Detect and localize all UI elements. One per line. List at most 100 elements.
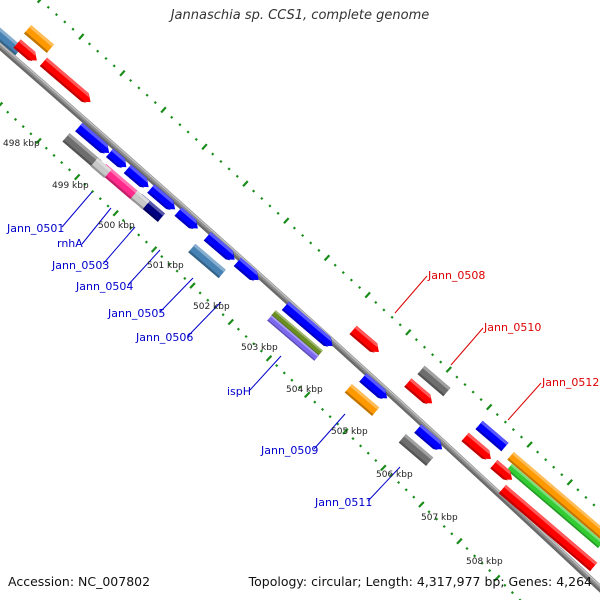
- feature-red-0512[interactable]: [461, 432, 495, 463]
- inner-track-minor-tick: [313, 400, 317, 404]
- feature-orange-long[interactable]: [507, 451, 600, 545]
- leader-line: [450, 327, 484, 366]
- feature-blue-8[interactable]: [359, 373, 390, 402]
- feature-blue-5[interactable]: [174, 207, 202, 232]
- inner-track-minor-tick: [236, 327, 240, 331]
- feature-blue-6[interactable]: [203, 232, 239, 264]
- inner-track-major-tick: [380, 464, 387, 472]
- inner-track-minor-tick: [13, 117, 18, 121]
- inner-track-major-tick: [265, 355, 273, 362]
- feature-red-0510[interactable]: [404, 378, 435, 407]
- outer-track-major-tick: [445, 366, 452, 373]
- feature-blue-1[interactable]: [75, 122, 113, 157]
- gene-label[interactable]: Jann_0511: [314, 496, 372, 509]
- gene-label[interactable]: Jann_0505: [107, 307, 165, 320]
- gene-label[interactable]: Jann_0501: [6, 222, 64, 235]
- inner-track-minor-tick: [465, 546, 469, 551]
- outer-track-minor-tick: [153, 101, 157, 105]
- inner-track-minor-tick: [404, 488, 408, 492]
- outer-track-major-tick: [242, 180, 249, 188]
- inner-track-major-tick: [112, 209, 119, 217]
- feature-blue-7[interactable]: [233, 257, 262, 285]
- leader-line: [102, 226, 136, 265]
- gene-label[interactable]: rnhA: [57, 237, 83, 250]
- inner-track-minor-tick: [442, 524, 446, 529]
- outer-track-major-tick: [405, 328, 412, 336]
- feature-blue-8-long[interactable]: [281, 301, 336, 351]
- inner-track-minor-tick: [175, 269, 179, 273]
- outer-track-minor-tick: [145, 93, 149, 97]
- silver-b[interactable]: [130, 190, 150, 210]
- outer-track-major-tick: [486, 403, 493, 411]
- inner-track-major-tick: [418, 501, 425, 508]
- gene-jann-0508[interactable]: [349, 325, 383, 356]
- ruler-label: 504 kbp: [286, 385, 323, 395]
- outer-track-minor-tick: [54, 13, 59, 17]
- feature-red-long-top[interactable]: [39, 57, 94, 107]
- outer-track-minor-tick: [96, 49, 100, 53]
- gene-label[interactable]: Jann_0512: [541, 376, 599, 389]
- gene-label[interactable]: ispH: [227, 385, 251, 398]
- feature-green-long[interactable]: [506, 463, 600, 549]
- outer-track-minor-tick: [112, 64, 116, 68]
- outer-track-minor-tick: [194, 137, 198, 141]
- ruler-label: 501 kbp: [147, 261, 184, 271]
- inner-track-minor-tick: [6, 110, 10, 114]
- inner-track-major-tick: [227, 318, 235, 326]
- gene-label[interactable]: Jann_0508: [427, 269, 485, 282]
- gene-isph-gene[interactable]: [267, 315, 319, 361]
- outer-track-minor-tick: [422, 345, 427, 349]
- feature-red-small-bottom[interactable]: [490, 460, 515, 484]
- feature-red-long-bottom[interactable]: [498, 484, 598, 572]
- silver-a[interactable]: [90, 157, 112, 179]
- feature-blue-2[interactable]: [106, 148, 130, 172]
- outer-track-major-tick: [36, 0, 44, 4]
- outer-track-minor-tick: [576, 488, 580, 492]
- gene-isph-cds[interactable]: [271, 310, 323, 356]
- outer-track-major-tick: [323, 254, 331, 262]
- gene-label[interactable]: Jann_0506: [135, 331, 193, 344]
- gene-jann-0509[interactable]: [344, 384, 380, 416]
- outer-track-minor-tick: [129, 78, 133, 83]
- inner-track-minor-tick: [282, 371, 286, 375]
- gene-jann-0510[interactable]: [417, 365, 451, 397]
- inner-track-minor-tick: [137, 233, 141, 237]
- gene-jann-0505[interactable]: [188, 243, 226, 279]
- gene-jann-0511[interactable]: [398, 434, 434, 466]
- inner-track-minor-tick: [374, 458, 378, 463]
- inner-track-major-tick: [189, 282, 196, 289]
- outer-track-minor-tick: [227, 167, 231, 171]
- gene-rnha[interactable]: [98, 163, 142, 203]
- feature-blue-3[interactable]: [123, 164, 152, 192]
- inner-track-minor-tick: [144, 240, 148, 244]
- outer-track-minor-tick: [511, 428, 515, 432]
- outer-track-minor-tick: [301, 233, 305, 238]
- gene-label[interactable]: Jann_0510: [483, 321, 541, 334]
- outer-track-minor-tick: [186, 130, 190, 134]
- outer-track-minor-tick: [219, 159, 223, 164]
- feature-blue-9[interactable]: [414, 424, 445, 453]
- feature-red-small-top[interactable]: [13, 39, 41, 64]
- inner-track-minor-tick: [450, 532, 454, 536]
- feature-orange-top[interactable]: [24, 25, 54, 53]
- outer-track-minor-tick: [309, 241, 313, 245]
- gene-label[interactable]: Jann_0503: [51, 259, 109, 272]
- inner-track-minor-tick: [320, 407, 325, 411]
- features-layer: [0, 24, 600, 572]
- gene-label[interactable]: Jann_0509: [260, 444, 318, 457]
- gene-jann-0501[interactable]: [62, 133, 102, 169]
- accession-text: Accession: NC_007802: [8, 574, 151, 589]
- leader-line: [187, 301, 222, 337]
- leader-line: [61, 191, 93, 228]
- feature-blue-4[interactable]: [147, 184, 178, 213]
- gene-jann-0512[interactable]: [475, 420, 509, 452]
- inner-track-minor-tick: [275, 364, 279, 368]
- outer-track-minor-tick: [317, 248, 321, 252]
- outer-track-minor-tick: [519, 435, 524, 439]
- ruler-label: 508 kbp: [466, 557, 503, 567]
- inner-track-minor-tick: [518, 598, 522, 600]
- inner-track-minor-tick: [52, 153, 56, 157]
- gene-label[interactable]: Jann_0504: [75, 280, 133, 293]
- outer-tick-track: [36, 0, 596, 507]
